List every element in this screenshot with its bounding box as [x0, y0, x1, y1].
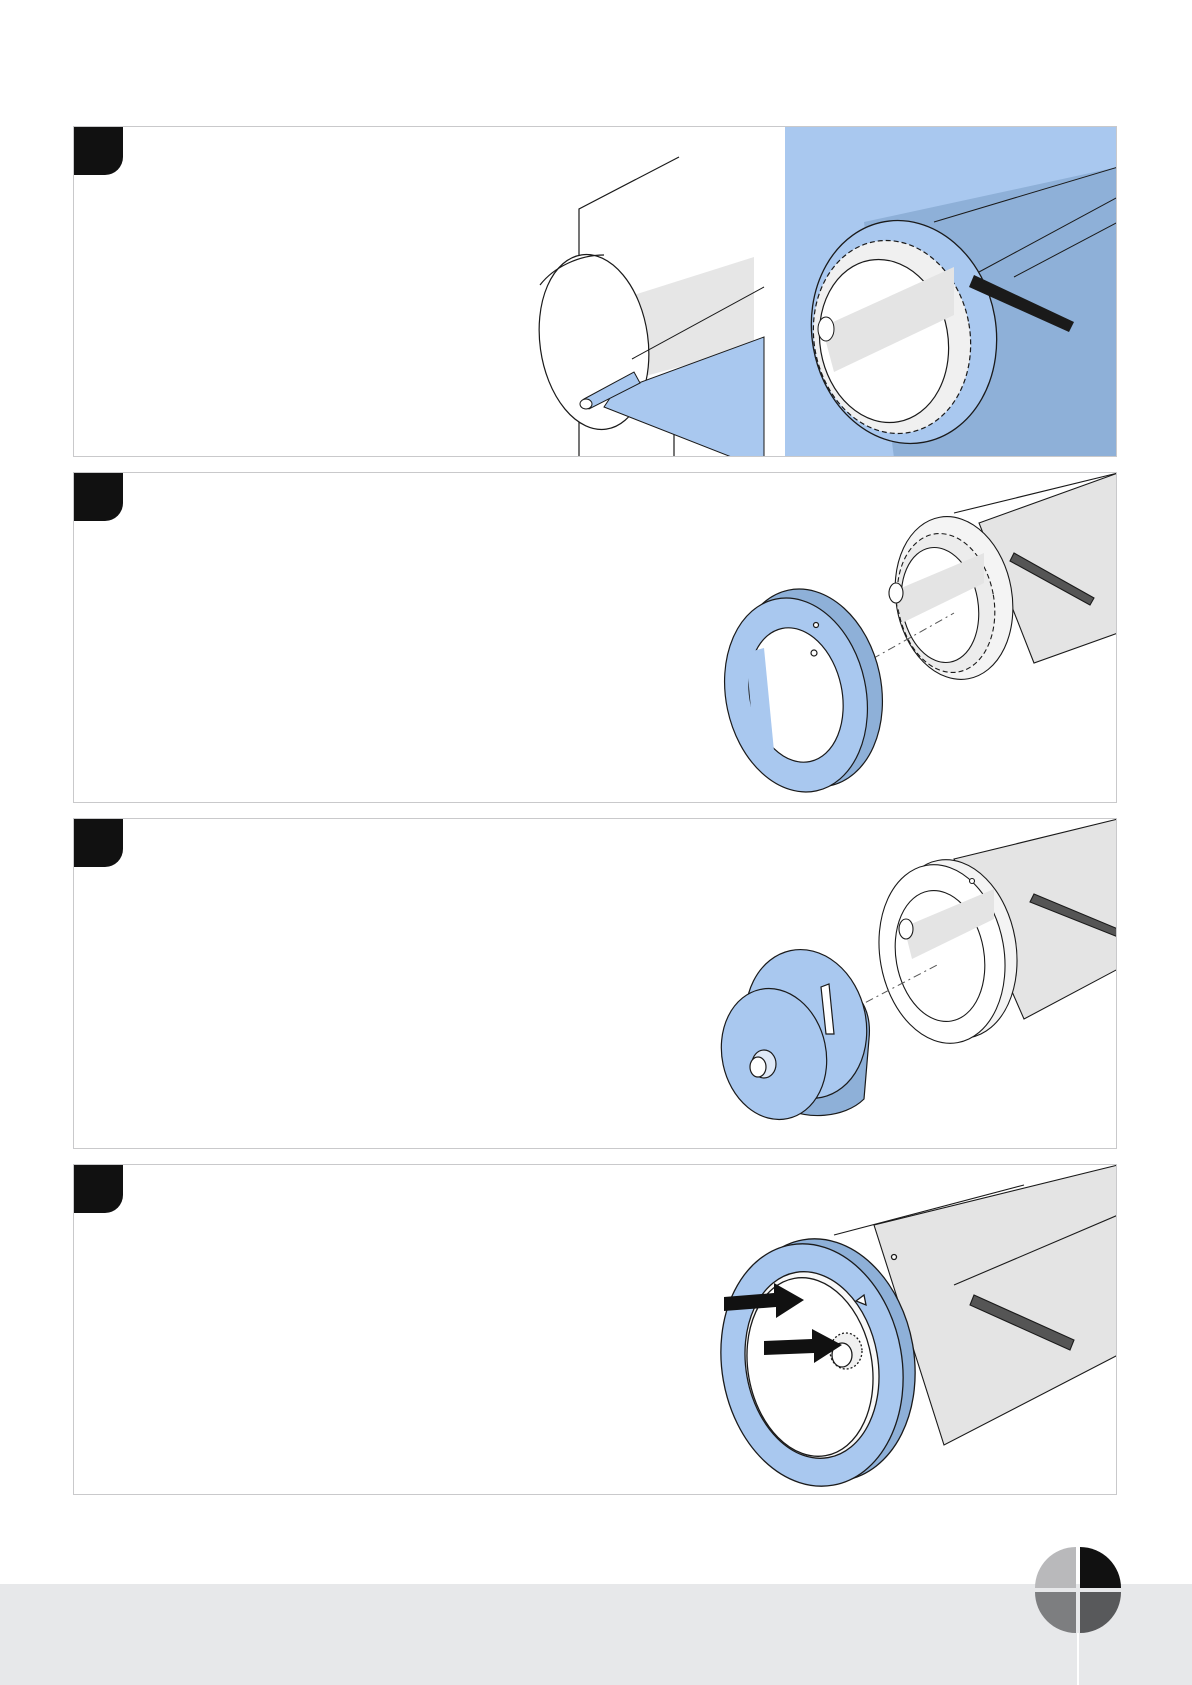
wrapped-tube — [785, 127, 1117, 457]
step-panel-4 — [73, 1164, 1117, 1495]
step-panel-2 — [73, 472, 1117, 803]
tube-with-ring — [865, 819, 1117, 1053]
illustration-roller-tube-fabric — [74, 127, 1117, 457]
end-plug — [709, 938, 880, 1129]
illustration-end-plug — [74, 819, 1117, 1149]
step-panel-3 — [73, 818, 1117, 1149]
tube-greyscale — [883, 473, 1117, 689]
illustration-end-cap-ring — [74, 473, 1117, 803]
illustration-assembled-end — [74, 1165, 1117, 1495]
brand-logo-icon — [1035, 1543, 1125, 1685]
page-footer — [0, 1584, 1192, 1685]
end-cap-ring — [707, 575, 900, 803]
step-panel-1 — [73, 126, 1117, 457]
